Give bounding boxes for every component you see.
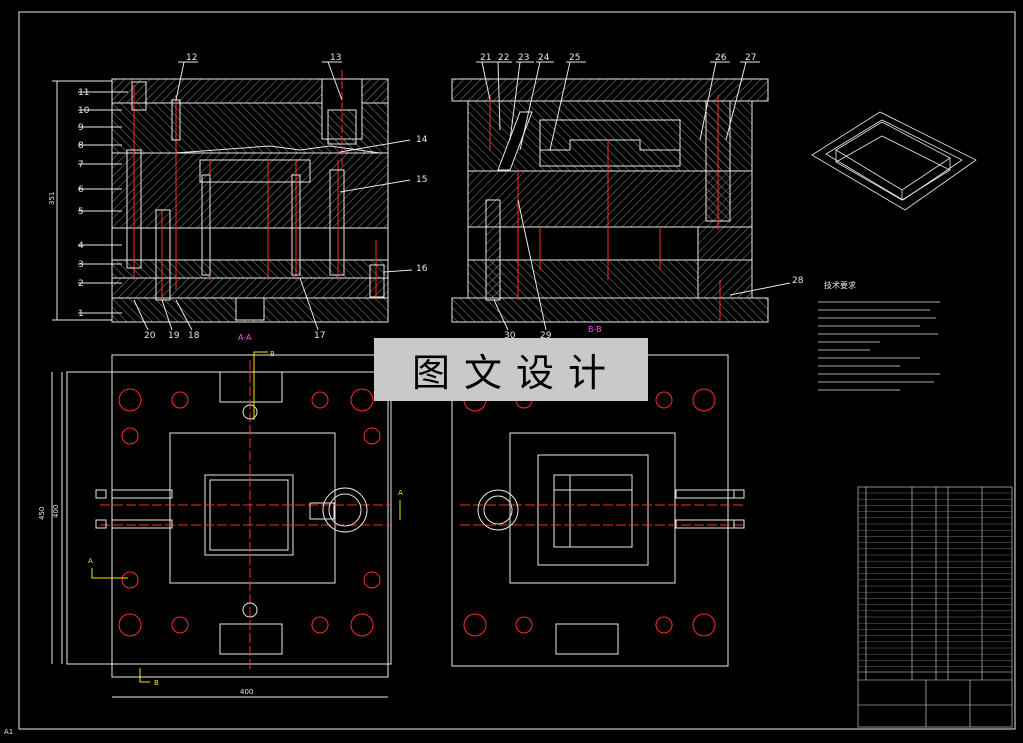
svg-text:21: 21 bbox=[480, 53, 491, 63]
svg-text:400: 400 bbox=[240, 688, 253, 696]
svg-text:B: B bbox=[270, 350, 275, 358]
part-labels-left: 11 10 9 8 7 6 5 4 3 2 1 12 13 14 15 16 2… bbox=[48, 53, 428, 342]
svg-text:11: 11 bbox=[78, 88, 89, 98]
svg-text:24: 24 bbox=[538, 53, 550, 63]
svg-text:27: 27 bbox=[745, 53, 756, 63]
svg-text:A-A: A-A bbox=[238, 333, 252, 342]
plan-left-labels: 450 400 400 B A B A bbox=[38, 350, 403, 696]
svg-text:8: 8 bbox=[78, 141, 84, 151]
plan-view-left bbox=[51, 351, 401, 698]
parts-list-rows bbox=[858, 492, 1012, 667]
sheet-frame bbox=[18, 11, 1016, 730]
svg-text:B-B: B-B bbox=[588, 325, 602, 334]
svg-text:6: 6 bbox=[78, 185, 84, 195]
svg-text:7: 7 bbox=[78, 160, 84, 170]
plan-view-right bbox=[451, 354, 745, 667]
svg-text:技术要求: 技术要求 bbox=[824, 280, 856, 290]
technical-requirements: 技术要求 bbox=[818, 280, 940, 391]
svg-text:B: B bbox=[154, 679, 159, 687]
section-view-bb bbox=[451, 61, 791, 331]
svg-text:1: 1 bbox=[78, 309, 84, 319]
svg-text:12: 12 bbox=[186, 53, 197, 63]
svg-text:13: 13 bbox=[330, 53, 341, 63]
svg-text:30: 30 bbox=[504, 331, 516, 341]
svg-text:22: 22 bbox=[498, 53, 509, 63]
svg-text:20: 20 bbox=[144, 331, 156, 341]
svg-text:351: 351 bbox=[48, 192, 56, 205]
svg-text:4: 4 bbox=[78, 241, 84, 251]
svg-text:2: 2 bbox=[78, 279, 84, 289]
title-block bbox=[857, 486, 1013, 728]
svg-text:25: 25 bbox=[569, 53, 580, 63]
svg-text:400: 400 bbox=[52, 505, 60, 518]
svg-text:5: 5 bbox=[78, 207, 84, 217]
svg-text:23: 23 bbox=[518, 53, 529, 63]
svg-text:14: 14 bbox=[416, 135, 428, 145]
svg-text:17: 17 bbox=[314, 331, 325, 341]
section-view-aa bbox=[52, 61, 413, 331]
product-isometric bbox=[811, 111, 977, 211]
svg-text:450: 450 bbox=[38, 507, 46, 520]
svg-text:9: 9 bbox=[78, 123, 84, 133]
svg-text:29: 29 bbox=[540, 331, 552, 341]
svg-text:26: 26 bbox=[715, 53, 727, 63]
svg-text:10: 10 bbox=[78, 106, 90, 116]
svg-text:18: 18 bbox=[188, 331, 200, 341]
part-labels-right: 21 22 23 24 25 26 27 28 30 29 B-B bbox=[480, 53, 804, 341]
svg-text:28: 28 bbox=[792, 276, 804, 286]
watermark: 图文设计 bbox=[374, 338, 648, 401]
svg-text:A: A bbox=[88, 557, 93, 565]
svg-text:15: 15 bbox=[416, 175, 427, 185]
sheet-size-mark: A1 bbox=[4, 728, 13, 736]
svg-text:19: 19 bbox=[168, 331, 180, 341]
svg-text:A: A bbox=[398, 489, 403, 497]
svg-text:3: 3 bbox=[78, 260, 84, 270]
svg-text:16: 16 bbox=[416, 264, 428, 274]
